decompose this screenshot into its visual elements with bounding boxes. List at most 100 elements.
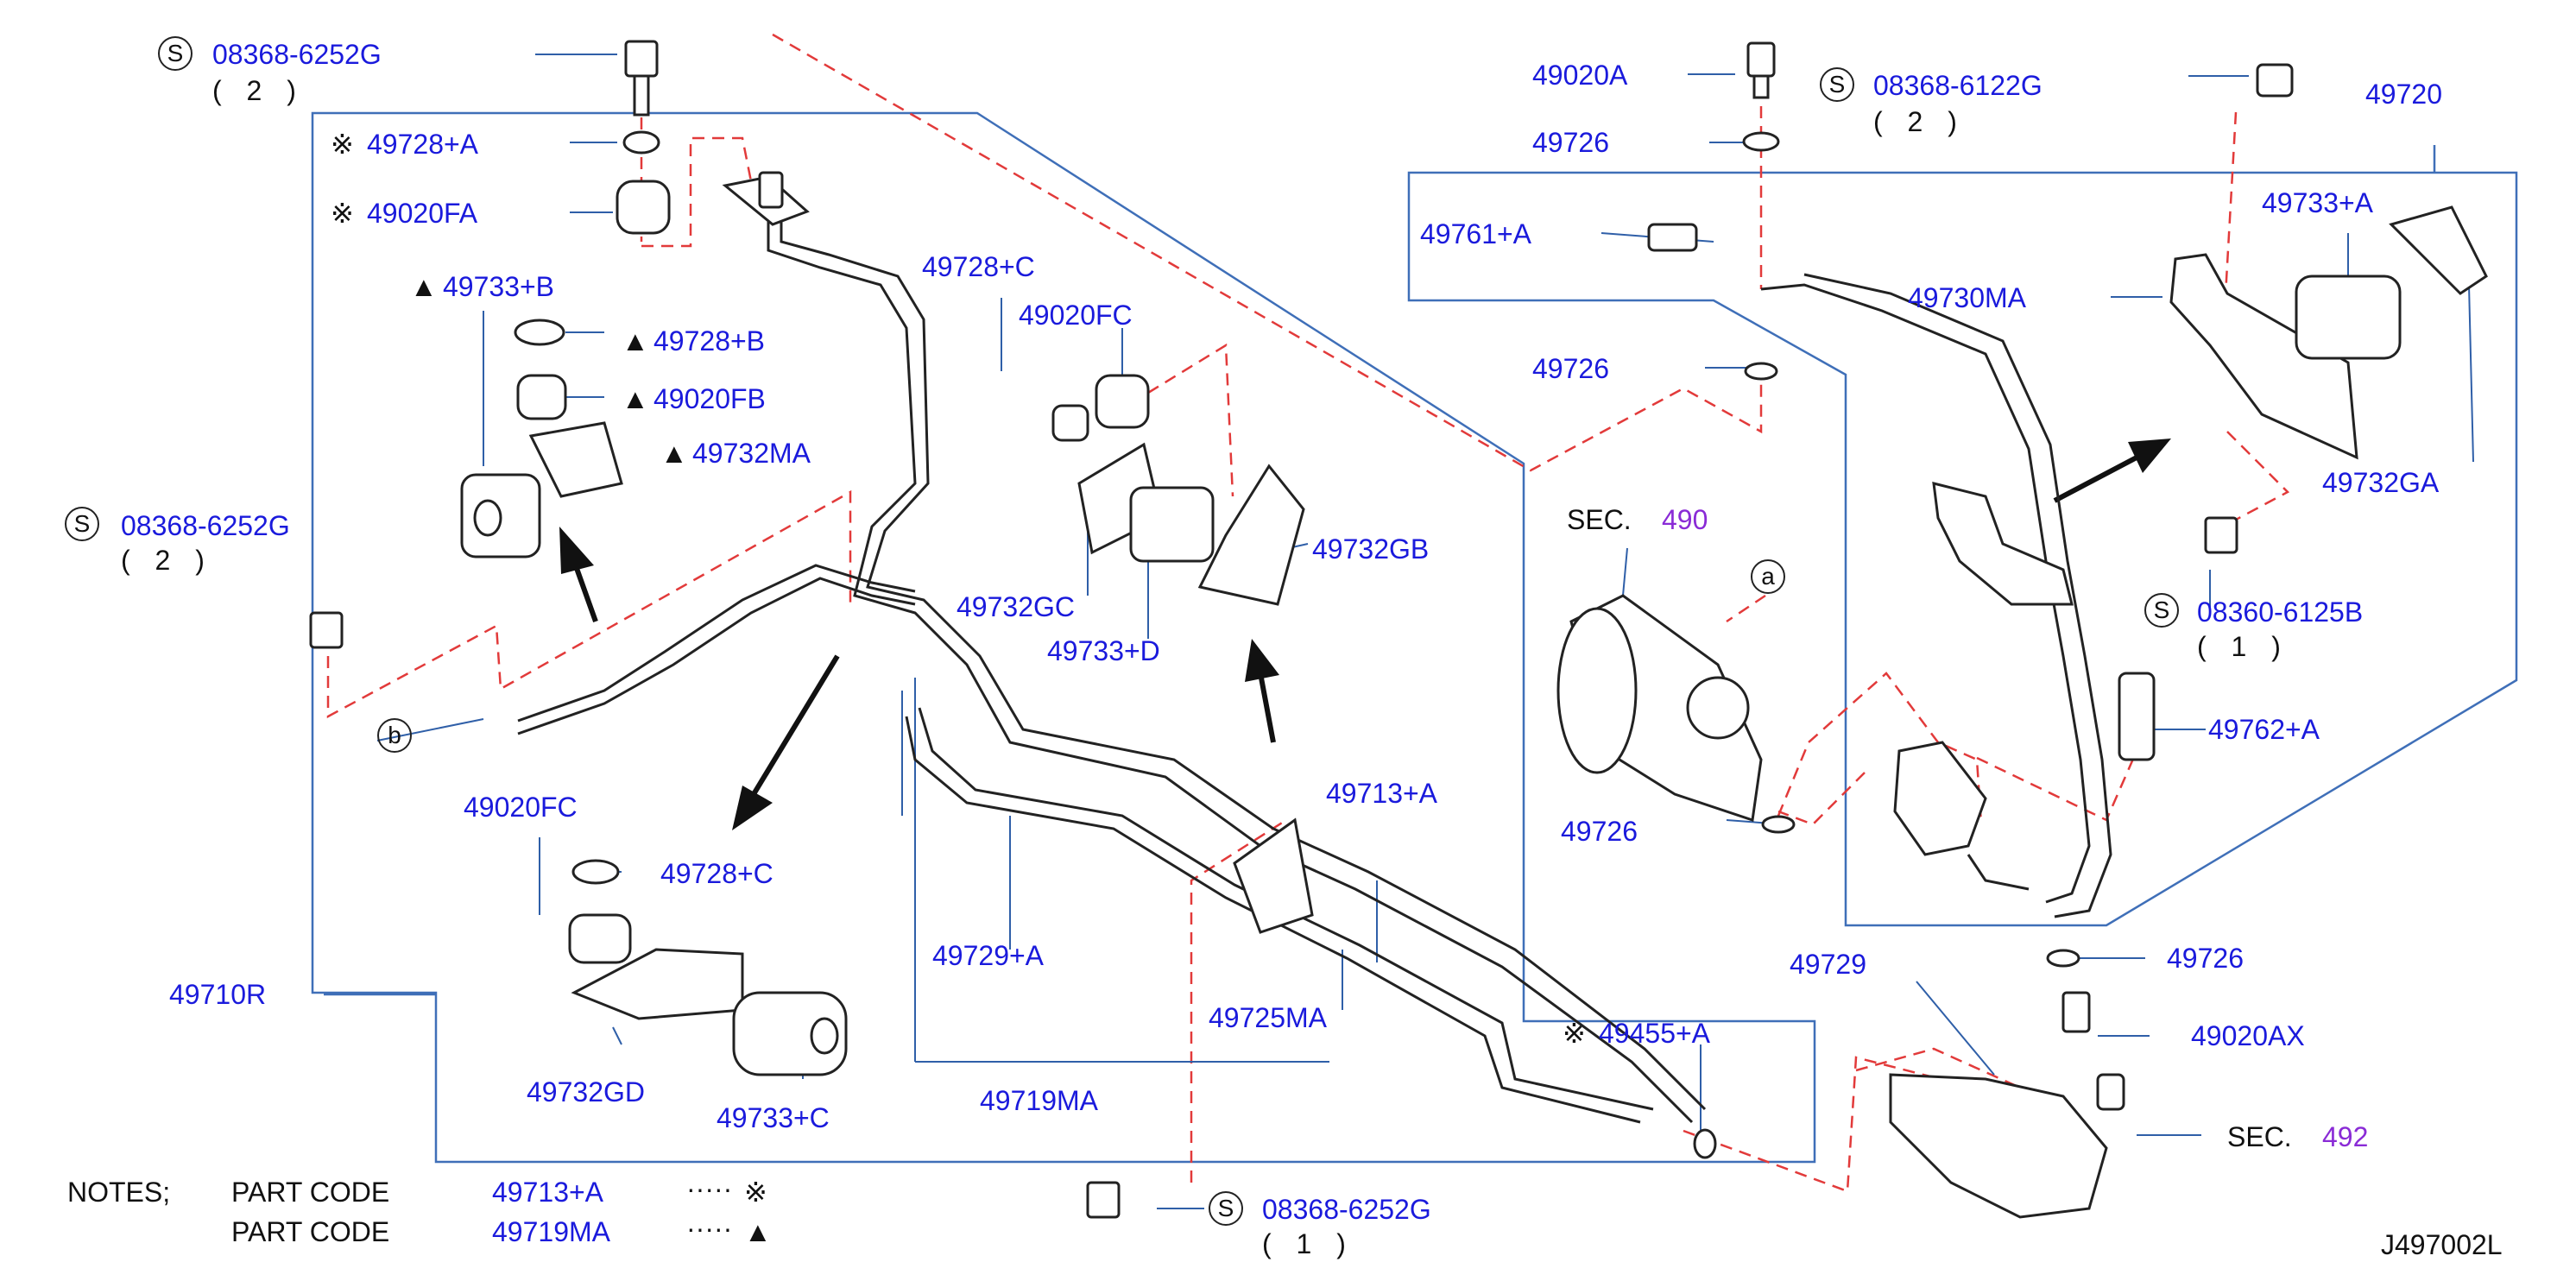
part-number-eye-bolt-a[interactable]: 49020A [1532,60,1628,91]
part-number-bolt-tl[interactable]: 08368-6252G [212,39,382,70]
part-number-grommet-fc-top[interactable]: 49020FC [1019,300,1133,331]
clamp-gb-shape [1197,464,1305,606]
part-number-washer-c-top[interactable]: 49728+C [922,251,1035,282]
part-number-tube-725ma[interactable]: 49725MA [1209,1002,1327,1033]
diagram-code: J497002L [2381,1229,2503,1260]
dashed-sec492 [1683,1056,2026,1193]
part-number-washer-a[interactable]: 49728+A [367,129,479,160]
eye-bolt-ax-shape [2061,991,2091,1033]
grommet-fc-top-shape [1095,374,1150,429]
part-number-clamp-ga[interactable]: 49732GA [2322,467,2440,498]
qty-bolt-tl: ( 2 ) [212,75,305,106]
part-number-rubber-c[interactable]: 49733+C [717,1102,830,1133]
eye-bolt-a-shape [1746,41,1776,78]
kome-mark-a: ※ [331,129,354,160]
part-number-grommet-fc-bot[interactable]: 49020FC [464,792,578,823]
washer-726-1-shape [1742,131,1780,152]
grommet-fb-shape [516,374,567,420]
notes-dots-1: ····· [686,1173,733,1204]
part-number-hose-729[interactable]: 49729 [1790,949,1866,980]
bracket-713-shape [1233,817,1314,934]
sec-492-number[interactable]: 492 [2322,1121,2369,1152]
sec-490-label: SEC. [1567,504,1632,535]
triangle-mark-clamp-ma: ▲ [660,438,688,469]
part-number-washer-726-4[interactable]: 49726 [2167,943,2244,974]
rubber-c-shape [732,991,848,1076]
part-number-clamp-gd[interactable]: 49732GD [527,1076,645,1107]
part-number-bolt-tr[interactable]: 08368-6122G [1873,70,2042,101]
clamp-ga-shape [2389,205,2488,295]
part-number-grommet-fa[interactable]: 49020FA [367,198,478,229]
right-assembly-boundary [1407,171,2518,927]
part-number-tube-713a[interactable]: 49713+A [1326,778,1438,809]
notes-part-1[interactable]: 49713+A [492,1177,604,1208]
sec-490-number[interactable]: 490 [1662,504,1708,535]
left-parts [309,40,1717,1219]
part-number-connector-762a[interactable]: 49762+A [2208,714,2320,745]
part-number-washer-726-1[interactable]: 49726 [1532,127,1609,158]
washer-726-2-shape [1744,362,1778,381]
sec492-body-shape [1889,1073,2108,1219]
qty-bolt-r: ( 1 ) [2197,631,2289,662]
rubber-733a-shape [2295,274,2402,360]
sec-492-label: SEC. [2227,1121,2292,1152]
s-symbol-bolt-tr: S [1820,67,1854,102]
washer-b-shape [514,319,565,346]
bolt-bot-shape [1086,1181,1121,1219]
left-assembly-boundary [311,111,1816,1164]
bolt-r-shape [2204,516,2238,554]
qty-bolt-l: ( 2 ) [121,545,213,576]
dashed-sec492-b [1855,1047,2021,1089]
kome-mark-fa: ※ [331,198,354,229]
dashed-top-diagonal [772,33,1763,472]
connector-762a-shape [2118,672,2156,761]
part-number-tube-719ma[interactable]: 49719MA [980,1085,1098,1116]
part-number-clamp-ma[interactable]: 49732MA [692,438,811,469]
part-number-tube-710r[interactable]: 49710R [169,979,267,1010]
clamp-730ma-shape [2169,253,2358,460]
qty-bolt-tr: ( 2 ) [1873,106,1966,137]
washer-c-top-shape [1051,404,1089,442]
notes-dots-2: ····· [686,1213,733,1244]
part-number-washer-c-bot[interactable]: 49728+C [660,858,773,889]
circle-ref-a: a [1751,559,1785,594]
notes-kome-mark: ※ [744,1177,767,1208]
part-number-washer-726-3[interactable]: 49726 [1561,816,1638,847]
qty-bolt-bot: ( 1 ) [1262,1228,1354,1259]
part-number-bolt-r[interactable]: 08360-6125B [2197,596,2364,628]
part-number-eye-bolt-ax[interactable]: 49020AX [2191,1020,2305,1051]
s-symbol-bolt-r: S [2144,593,2179,628]
part-number-grommet-fb[interactable]: 49020FB [653,383,766,414]
dashed-connector-762a [1976,750,2138,822]
part-number-rubber-b[interactable]: 49733+B [443,271,555,302]
pressure-tubes [517,211,2112,1124]
rubber-d-shape [1129,486,1215,563]
triangle-mark-grommet-fb: ▲ [622,383,649,414]
part-number-washer-726-2[interactable]: 49726 [1532,353,1609,384]
part-number-clamp-gc[interactable]: 49732GC [957,591,1075,622]
clamp-gd-shape [571,948,744,1020]
part-number-clamp-730ma[interactable]: 49730MA [1908,282,2026,313]
part-number-rubber-733a[interactable]: 49733+A [2262,187,2374,218]
triangle-mark-washer-b: ▲ [622,325,649,357]
part-number-connector-761a[interactable]: 49761+A [1420,218,1532,249]
part-number-hose-720[interactable]: 49720 [2365,79,2442,110]
connector-761a-shape [1647,223,1698,252]
part-number-oring-455a[interactable]: 49455+A [1599,1018,1711,1049]
part-number-rubber-d[interactable]: 49733+D [1047,635,1160,666]
notes-part-2[interactable]: 49719MA [492,1216,610,1247]
dashed-grommet-fa [641,136,753,248]
part-number-bolt-bot[interactable]: 08368-6252G [1262,1194,1431,1225]
bolt-l-shape [309,611,344,649]
part-number-washer-b[interactable]: 49728+B [653,325,766,357]
part-number-clamp-gb[interactable]: 49732GB [1312,533,1430,565]
dashed-pump-a [1726,594,1766,623]
washer-a-shape [622,130,660,155]
grommet-fa-shape [616,180,671,235]
right-parts [1556,41,2488,1219]
notes-triangle-mark: ▲ [744,1216,772,1247]
part-number-tube-729a[interactable]: 49729+A [932,940,1045,971]
part-number-bolt-l[interactable]: 08368-6252G [121,510,290,541]
